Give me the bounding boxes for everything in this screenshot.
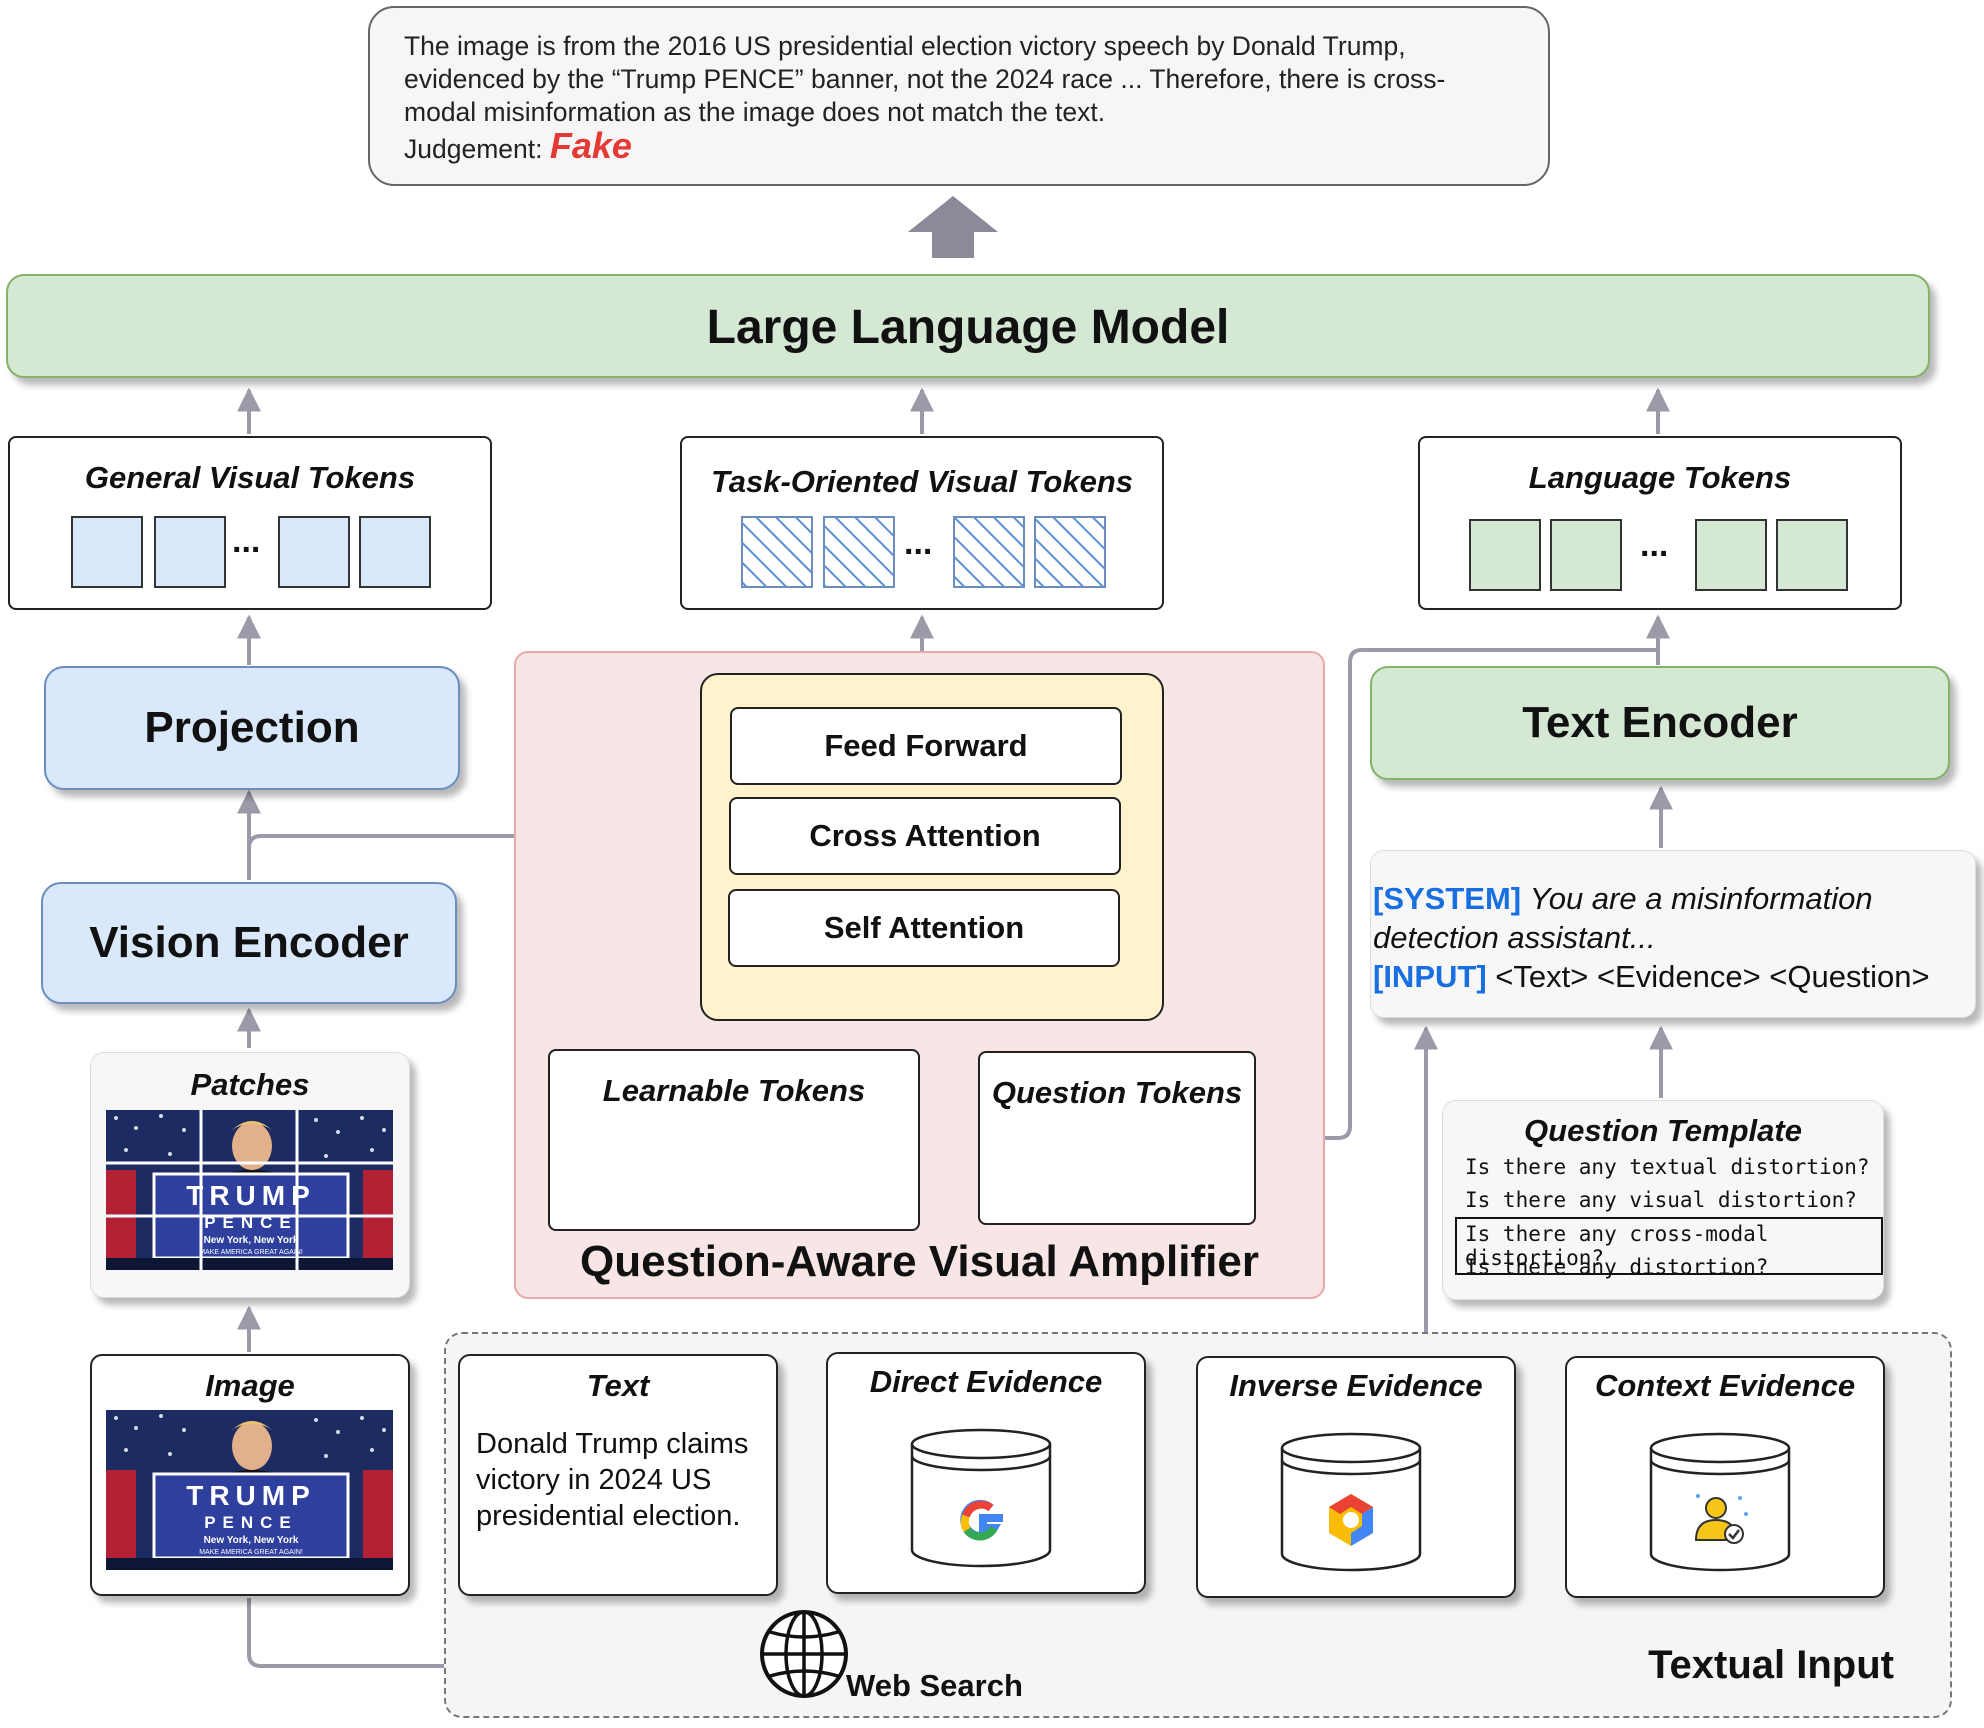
language-tokens-ellipsis: ... xyxy=(1640,526,1669,564)
learnable-tokens-box: Learnable Tokens xyxy=(548,1049,920,1231)
textual-input-label: Textual Input xyxy=(1648,1643,1894,1687)
judgement-label: Judgement: xyxy=(404,134,543,164)
learnable-tokens-title: Learnable Tokens xyxy=(602,1073,866,1108)
cross-attention-label: Cross Attention xyxy=(809,818,1041,853)
patches-title: Patches xyxy=(190,1067,310,1102)
prompt-input-line: [INPUT] <Text> <Evidence> <Question> xyxy=(1373,957,1975,996)
direct-evidence-title: Direct Evidence xyxy=(869,1364,1103,1399)
system-text-1: You are a misinformation xyxy=(1529,881,1873,916)
context-evidence-database-icon xyxy=(1649,1432,1791,1572)
output-arrow-icon xyxy=(908,196,998,258)
web-search-globe-icon xyxy=(760,1610,848,1698)
projection-block: Projection xyxy=(44,666,460,790)
judgement-row: Judgement: Fake xyxy=(404,128,1514,166)
llm-label: Large Language Model xyxy=(706,301,1230,354)
language-token-squares xyxy=(1469,519,1848,591)
question-template-title: Question Template xyxy=(1524,1113,1802,1148)
google-icon xyxy=(960,1499,1003,1541)
inverse-evidence-database-icon xyxy=(1280,1432,1422,1572)
large-language-model-block: Large Language Model xyxy=(6,274,1930,378)
image-banner-slogan: MAKE AMERICA GREAT AGAIN! xyxy=(199,1549,303,1556)
text-input-card: Text Donald Trump claims victory in 2024… xyxy=(458,1354,778,1596)
direct-evidence-database-icon xyxy=(910,1428,1052,1568)
output-line-1: The image is from the 2016 US presidenti… xyxy=(404,31,1406,61)
question-tokens-box: Question Tokens xyxy=(978,1051,1256,1225)
text-input-line-1: Donald Trump claims xyxy=(476,1428,749,1460)
output-explanation-box: The image is from the 2016 US presidenti… xyxy=(368,6,1550,186)
text-encoder-block: Text Encoder xyxy=(1370,666,1950,780)
image-banner-top: TRUMP xyxy=(186,1480,316,1511)
self-attention-label: Self Attention xyxy=(823,910,1025,945)
patches-photo: TRUMP PENCE New York, New York MAKE AMER… xyxy=(106,1110,393,1270)
system-tag: [SYSTEM] xyxy=(1373,881,1522,916)
text-encoder-label: Text Encoder xyxy=(1522,698,1798,747)
self-attention-block: Self Attention xyxy=(728,889,1120,967)
web-search-label: Web Search xyxy=(846,1668,1023,1703)
system-text-2: detection assistant... xyxy=(1373,920,1656,955)
text-input-line-2: victory in 2024 US xyxy=(476,1464,712,1496)
prompt-system-line: [SYSTEM] You are a misinformation xyxy=(1373,879,1975,918)
language-tokens-title: Language Tokens xyxy=(1528,460,1792,495)
text-input-title: Text xyxy=(586,1368,650,1403)
general-tokens-ellipsis: ... xyxy=(232,522,261,560)
text-input-line-3: presidential election. xyxy=(476,1500,741,1532)
input-text: <Text> <Evidence> <Question> xyxy=(1495,959,1930,994)
google-cloud-icon xyxy=(1329,1494,1373,1546)
image-title: Image xyxy=(205,1368,295,1403)
vision-encoder-block: Vision Encoder xyxy=(41,882,457,1004)
input-tag: [INPUT] xyxy=(1373,959,1487,994)
input-image-photo: TRUMP PENCE New York, New York MAKE AMER… xyxy=(106,1410,393,1570)
image-banner-mid: PENCE xyxy=(204,1513,298,1532)
image-banner-city: New York, New York xyxy=(204,1535,299,1546)
output-line-3: modal misinformation as the image does n… xyxy=(404,97,1106,127)
feed-forward-label: Feed Forward xyxy=(824,728,1028,763)
cross-attention-block: Cross Attention xyxy=(729,797,1121,875)
verified-user-icon xyxy=(1694,1494,1748,1544)
question-template-card: Question Template Is there any textual d… xyxy=(1442,1100,1884,1300)
projection-label: Projection xyxy=(144,703,360,752)
patches-banner-mid: PENCE xyxy=(204,1213,298,1232)
feed-forward-block: Feed Forward xyxy=(730,707,1122,785)
amplifier-label: Question-Aware Visual Amplifier xyxy=(580,1237,1259,1286)
general-visual-token-squares xyxy=(71,516,431,588)
question-template-item-1: Is there any textual distortion? xyxy=(1465,1155,1870,1179)
question-tokens-title: Question Tokens xyxy=(991,1075,1243,1110)
question-template-item-2: Is there any visual distortion? xyxy=(1465,1188,1857,1212)
output-line-2: evidenced by the “Trump PENCE” banner, n… xyxy=(404,64,1446,94)
task-oriented-visual-tokens-title: Task-Oriented Visual Tokens xyxy=(710,464,1134,499)
patches-banner-top: TRUMP xyxy=(186,1180,316,1211)
task-oriented-token-squares xyxy=(741,516,1106,588)
task-tokens-ellipsis: ... xyxy=(904,524,933,562)
judgement-value: Fake xyxy=(549,125,632,166)
prompt-box: [SYSTEM] You are a misinformation detect… xyxy=(1370,850,1976,1018)
vision-encoder-label: Vision Encoder xyxy=(89,918,409,967)
patches-banner-slogan: MAKE AMERICA GREAT AGAIN! xyxy=(199,1249,303,1256)
question-template-item-3-selected: Is there any cross-modal distortion? xyxy=(1455,1217,1883,1275)
context-evidence-title: Context Evidence xyxy=(1594,1368,1856,1403)
question-template-item-4: Is there any distortion? xyxy=(1465,1255,1769,1279)
patches-banner-city: New York, New York xyxy=(204,1235,299,1246)
inverse-evidence-title: Inverse Evidence xyxy=(1229,1368,1483,1403)
general-visual-tokens-title: General Visual Tokens xyxy=(84,460,416,495)
